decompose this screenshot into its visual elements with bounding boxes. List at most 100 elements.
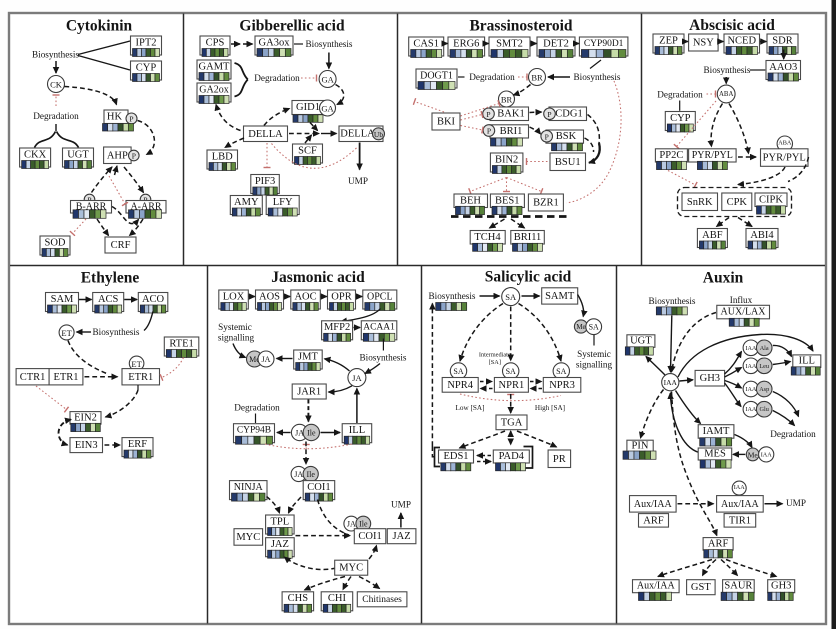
svg-text:Asp: Asp bbox=[759, 386, 769, 393]
svg-text:P: P bbox=[545, 132, 549, 141]
svg-text:P: P bbox=[132, 152, 136, 161]
svg-text:Jasmonic acid: Jasmonic acid bbox=[271, 269, 365, 286]
svg-text:Intermediate: Intermediate bbox=[479, 352, 511, 359]
svg-text:DELLA: DELLA bbox=[248, 129, 283, 140]
svg-text:AOS: AOS bbox=[259, 291, 280, 302]
svg-text:TCH4: TCH4 bbox=[474, 232, 501, 243]
svg-text:Biosynthesis: Biosynthesis bbox=[704, 65, 751, 75]
svg-text:UMP: UMP bbox=[391, 500, 411, 510]
svg-text:RTE1: RTE1 bbox=[169, 338, 193, 349]
svg-text:signalling: signalling bbox=[218, 333, 255, 343]
svg-text:ARF: ARF bbox=[643, 515, 664, 526]
svg-text:EIN2: EIN2 bbox=[74, 413, 97, 424]
svg-text:SAM: SAM bbox=[51, 294, 74, 305]
svg-text:Chitinases: Chitinases bbox=[362, 595, 402, 605]
svg-text:SnRK: SnRK bbox=[687, 197, 713, 208]
svg-text:CHI: CHI bbox=[328, 593, 347, 604]
svg-text:SDR: SDR bbox=[772, 35, 792, 46]
svg-text:LFY: LFY bbox=[273, 197, 293, 208]
svg-text:NCED: NCED bbox=[727, 35, 756, 46]
svg-text:BAK1: BAK1 bbox=[497, 109, 524, 120]
svg-text:PP2C: PP2C bbox=[659, 150, 683, 161]
svg-text:ZEP: ZEP bbox=[659, 35, 678, 46]
svg-text:Ile: Ile bbox=[359, 520, 368, 529]
svg-text:JMT: JMT bbox=[298, 351, 318, 362]
svg-text:SAUR: SAUR bbox=[724, 581, 752, 592]
svg-text:DET2: DET2 bbox=[543, 38, 569, 49]
svg-text:NSY: NSY bbox=[693, 38, 714, 49]
svg-text:BKI: BKI bbox=[437, 117, 456, 128]
svg-text:ETR1: ETR1 bbox=[53, 372, 78, 383]
svg-text:Biosynthesis: Biosynthesis bbox=[360, 353, 407, 363]
svg-text:B-ARR: B-ARR bbox=[76, 202, 107, 213]
svg-text:Cytokinin: Cytokinin bbox=[66, 18, 133, 35]
svg-text:Glu: Glu bbox=[760, 406, 769, 413]
svg-text:CK: CK bbox=[50, 80, 63, 90]
svg-text:Ile: Ile bbox=[306, 470, 315, 479]
svg-text:A-ARR: A-ARR bbox=[130, 202, 161, 213]
svg-text:BES1: BES1 bbox=[495, 195, 520, 206]
svg-text:HK: HK bbox=[107, 112, 123, 123]
svg-text:Degradation: Degradation bbox=[254, 73, 300, 83]
svg-text:IAA: IAA bbox=[745, 406, 757, 413]
svg-text:UGT: UGT bbox=[630, 336, 652, 347]
svg-text:Degradation: Degradation bbox=[770, 429, 816, 439]
svg-text:CYP: CYP bbox=[136, 62, 157, 73]
svg-text:Influx: Influx bbox=[730, 295, 753, 305]
svg-text:Gibberellic acid: Gibberellic acid bbox=[239, 18, 345, 35]
svg-text:CHS: CHS bbox=[288, 593, 309, 604]
svg-text:Systemic: Systemic bbox=[218, 322, 252, 332]
svg-text:UGT: UGT bbox=[67, 149, 89, 160]
svg-text:ILL: ILL bbox=[349, 425, 365, 436]
svg-text:AAO3: AAO3 bbox=[769, 62, 797, 73]
svg-text:Systemic: Systemic bbox=[577, 349, 611, 359]
svg-text:BZR1: BZR1 bbox=[533, 198, 559, 209]
svg-text:JA: JA bbox=[295, 429, 304, 438]
svg-text:Degradation: Degradation bbox=[234, 403, 280, 413]
svg-text:CYP: CYP bbox=[670, 113, 691, 124]
svg-text:SA: SA bbox=[589, 323, 599, 332]
svg-text:IAA: IAA bbox=[745, 363, 757, 370]
svg-text:BR: BR bbox=[501, 95, 513, 105]
svg-text:Degradation: Degradation bbox=[657, 89, 703, 99]
svg-text:GH3: GH3 bbox=[700, 373, 720, 384]
svg-text:PYR/PYL: PYR/PYL bbox=[763, 153, 806, 164]
svg-text:EDS1: EDS1 bbox=[443, 451, 468, 462]
svg-text:ABA: ABA bbox=[719, 91, 733, 98]
svg-text:Me: Me bbox=[249, 355, 260, 364]
svg-text:Biosynthesis: Biosynthesis bbox=[93, 327, 140, 337]
svg-text:MFP2: MFP2 bbox=[324, 322, 350, 333]
svg-text:EIN3: EIN3 bbox=[75, 440, 98, 451]
svg-text:MYC: MYC bbox=[236, 532, 260, 543]
svg-text:JA: JA bbox=[262, 355, 271, 364]
svg-text:PIN: PIN bbox=[632, 441, 649, 452]
svg-text:IPT2: IPT2 bbox=[136, 37, 157, 48]
svg-text:UMP: UMP bbox=[348, 176, 368, 186]
svg-text:CPS: CPS bbox=[206, 37, 225, 48]
svg-text:DELLA: DELLA bbox=[340, 129, 375, 140]
svg-text:High [SA]: High [SA] bbox=[535, 404, 565, 412]
svg-text:JAZ: JAZ bbox=[271, 539, 289, 550]
svg-text:IAMT: IAMT bbox=[703, 426, 730, 437]
svg-text:GID1: GID1 bbox=[296, 102, 320, 113]
svg-text:GH3: GH3 bbox=[771, 581, 791, 592]
svg-text:COI1: COI1 bbox=[307, 482, 330, 493]
svg-text:UMP: UMP bbox=[786, 498, 806, 508]
svg-text:Auxin: Auxin bbox=[703, 270, 744, 287]
svg-text:JAZ: JAZ bbox=[393, 531, 411, 542]
svg-text:SOD: SOD bbox=[44, 237, 65, 248]
svg-text:LBD: LBD bbox=[212, 151, 233, 162]
svg-text:Ala: Ala bbox=[760, 345, 769, 352]
svg-text:PAD4: PAD4 bbox=[499, 451, 525, 462]
svg-text:Abscisic acid: Abscisic acid bbox=[689, 17, 775, 34]
svg-text:GA2ox: GA2ox bbox=[199, 84, 228, 95]
svg-text:P: P bbox=[486, 110, 490, 119]
svg-text:GST: GST bbox=[691, 582, 711, 593]
svg-text:CRF: CRF bbox=[111, 240, 131, 251]
svg-text:COI1: COI1 bbox=[358, 531, 381, 542]
svg-text:PR: PR bbox=[553, 454, 566, 465]
svg-text:SA: SA bbox=[506, 367, 516, 376]
svg-text:Aux/IAA: Aux/IAA bbox=[634, 499, 673, 510]
svg-text:ERF: ERF bbox=[128, 439, 147, 450]
svg-text:ABI4: ABI4 bbox=[750, 230, 774, 241]
